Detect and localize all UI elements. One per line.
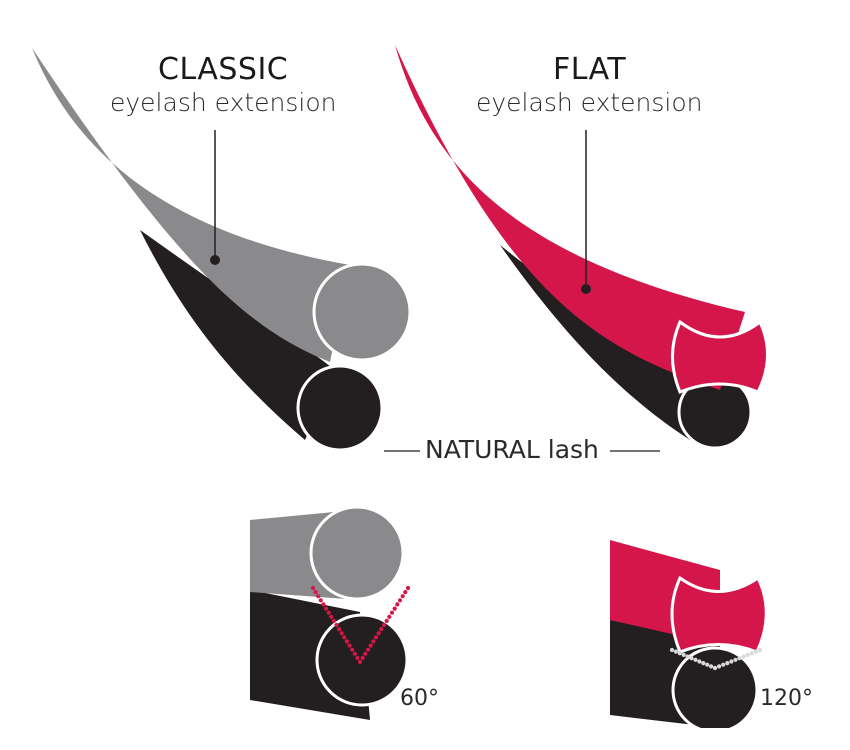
flat-title: FLAT bbox=[553, 52, 627, 87]
classic-zoom-extension-end bbox=[309, 505, 405, 601]
classic-extension-end bbox=[312, 262, 412, 362]
angle-dot bbox=[376, 631, 381, 636]
angle-dot bbox=[689, 656, 694, 661]
angle-dot bbox=[357, 659, 363, 665]
angle-dot bbox=[368, 643, 373, 648]
angle-dot bbox=[400, 594, 405, 599]
angle-dot bbox=[355, 655, 360, 661]
angle-dot bbox=[318, 598, 323, 603]
angle-dot bbox=[387, 614, 392, 619]
angle-dot bbox=[363, 651, 368, 656]
angle-dot bbox=[709, 664, 714, 669]
angle-dot bbox=[334, 622, 339, 628]
angle-dot bbox=[360, 655, 365, 661]
angle-dot bbox=[701, 661, 706, 666]
classic-pointer-dot bbox=[210, 255, 220, 265]
angle-dot bbox=[757, 647, 763, 653]
angle-dot bbox=[717, 664, 722, 669]
classic-natural-lash-end bbox=[296, 364, 384, 452]
classic-natural-lash-body bbox=[140, 230, 335, 440]
flat-zoom-illustration bbox=[610, 540, 768, 728]
angle-dot bbox=[324, 606, 329, 611]
angle-dot bbox=[331, 618, 336, 624]
angle-dot bbox=[384, 618, 389, 624]
angle-dot bbox=[397, 598, 403, 603]
angle-dot bbox=[673, 649, 679, 654]
classic-zoom-illustration bbox=[250, 505, 409, 720]
angle-dot bbox=[339, 631, 344, 636]
classic-zoom-natural-end bbox=[315, 613, 409, 707]
classic-title: CLASSIC bbox=[158, 52, 289, 87]
angle-dot bbox=[693, 657, 698, 662]
flat-pointer-dot bbox=[581, 284, 591, 294]
classic-60-degree-marker bbox=[310, 585, 411, 665]
flat-zoom-natural-end bbox=[671, 646, 759, 728]
angle-dot bbox=[352, 651, 357, 656]
angle-dot bbox=[326, 610, 331, 615]
flat-lash-illustration bbox=[395, 45, 770, 450]
classic-extension-body bbox=[32, 48, 350, 362]
flat-subtitle: eyelash extension bbox=[476, 88, 703, 117]
classic-subtitle: eyelash extension bbox=[110, 88, 337, 117]
angle-dot bbox=[677, 651, 682, 656]
angle-dot bbox=[337, 627, 342, 632]
flat-extension-body bbox=[395, 45, 745, 390]
angle-dot bbox=[381, 622, 387, 628]
angle-dot bbox=[721, 662, 726, 667]
flat-angle-label: 120° bbox=[760, 686, 813, 711]
angle-dot bbox=[347, 643, 352, 648]
angle-dot bbox=[389, 610, 395, 615]
angle-dot bbox=[342, 635, 347, 640]
angle-dot bbox=[310, 585, 316, 591]
angle-dot bbox=[365, 647, 371, 652]
angle-dot bbox=[392, 606, 397, 611]
angle-dot bbox=[737, 656, 742, 661]
angle-dot bbox=[749, 651, 754, 656]
angle-dot bbox=[745, 652, 750, 658]
angle-dot bbox=[350, 647, 355, 652]
angle-dot bbox=[316, 594, 321, 599]
angle-dot bbox=[733, 657, 738, 662]
angle-dot bbox=[705, 662, 710, 667]
angle-dot bbox=[741, 654, 746, 659]
angle-dot bbox=[729, 659, 734, 664]
angle-dot bbox=[725, 661, 730, 666]
angle-dot bbox=[403, 590, 408, 595]
angle-dot bbox=[405, 585, 411, 591]
angle-dot bbox=[313, 590, 318, 595]
angle-dot bbox=[344, 639, 349, 644]
angle-dot bbox=[685, 654, 690, 659]
flat-120-degree-marker bbox=[669, 647, 763, 671]
angle-dot bbox=[669, 647, 675, 653]
angle-dot bbox=[395, 602, 400, 607]
angle-dot bbox=[371, 639, 376, 644]
angle-dot bbox=[329, 614, 334, 619]
angle-dot bbox=[753, 649, 759, 654]
angle-dot bbox=[681, 652, 686, 658]
flat-extension-end bbox=[671, 319, 770, 394]
angle-dot bbox=[697, 659, 702, 664]
angle-dot bbox=[712, 665, 718, 671]
angle-dot bbox=[379, 627, 384, 632]
natural-lash-label: NATURAL lash bbox=[425, 435, 599, 464]
angle-dot bbox=[321, 602, 326, 607]
classic-lash-illustration bbox=[32, 48, 412, 452]
classic-angle-label: 60° bbox=[400, 686, 439, 711]
angle-dot bbox=[373, 635, 379, 640]
